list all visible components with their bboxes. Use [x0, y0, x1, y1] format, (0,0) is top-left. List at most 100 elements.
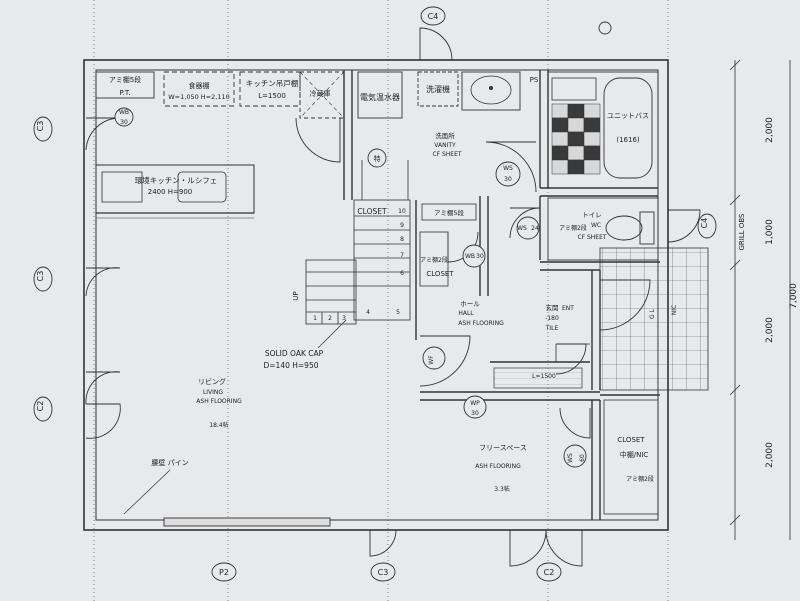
kitchen-sink [177, 171, 227, 203]
label-free-jp: フリースペース [479, 444, 527, 452]
label-kitchen-system: 環境キッチン・ルシフェ [135, 175, 218, 185]
label-water-heater: 電気温水器 [360, 92, 400, 102]
label-free-area: 3.3帖 [494, 485, 510, 493]
label-ps: PS [530, 76, 539, 84]
label-kitchen-cabinet-l: L=1500 [258, 92, 286, 100]
label-unit-bath: ユニットバス [607, 112, 649, 120]
dim-2: 1,000 [765, 219, 775, 245]
closet-right [603, 399, 659, 515]
tag-c3-left-mid: C3 [36, 271, 45, 282]
water-heater [357, 71, 403, 119]
label-cupboard-size: W=1,050 H=2,110 [168, 93, 230, 101]
label-nic: NIC [671, 305, 678, 315]
label-kitchen-system-size: 2400 H=900 [148, 188, 193, 196]
label-shelf5-mid: アミ棚5段 [434, 208, 465, 217]
label-washer: 洗濯機 [426, 84, 450, 94]
label-ws24: WS [517, 225, 527, 232]
label-living-area: 18.4帖 [209, 421, 228, 429]
stair-5: 5 [396, 309, 400, 316]
label-up: UP [292, 291, 300, 300]
label-closet-right: CLOSET [617, 436, 645, 444]
label-fridge: 冷蔵庫 [310, 89, 331, 98]
label-living-floor: ASH FLOORING [196, 398, 242, 405]
toilet-room [547, 197, 659, 261]
label-gl: G L [649, 308, 656, 319]
tag-c4-top: C4 [428, 12, 439, 21]
vanity-sink [461, 71, 521, 111]
dim-1: 2,000 [765, 117, 775, 143]
stair-9: 9 [400, 222, 404, 229]
tag-c2-left: C2 [36, 401, 45, 412]
label-wb30-top-w: 30 [120, 119, 128, 126]
label-closet-mid: CLOSET [426, 270, 454, 278]
entry-tile [599, 247, 709, 391]
label-toilet-wc: WC [591, 222, 601, 229]
label-kitchen-cabinet: キッチン吊戸棚 [246, 78, 299, 88]
dim-4: 2,000 [765, 442, 775, 468]
label-wb30-top: WB [119, 109, 129, 116]
cupboard [163, 71, 235, 107]
tag-c3-left-upper: C3 [36, 121, 45, 132]
bath-tiles [551, 103, 601, 175]
label-vanity-floor: CF SHEET [432, 151, 461, 158]
label-wb30-mid-w: 30 [476, 253, 484, 260]
tag-c4-right: C4 [700, 218, 709, 229]
label-ws24-w: 24 [531, 225, 539, 232]
label-entry-level: -180 [545, 315, 559, 322]
label-pt: P.T. [119, 89, 130, 97]
dimension-line-right [729, 59, 791, 540]
door-swings [85, 27, 701, 567]
label-hall-en: HALL [458, 310, 474, 317]
stair-3: 3 [342, 315, 346, 322]
window-bottom [163, 517, 331, 527]
closet-shelf5 [421, 203, 477, 221]
label-l1500: L=1500 [532, 373, 556, 380]
label-ws60-w: 60 [579, 454, 586, 462]
dim-grill: GRILL OBS [738, 213, 746, 251]
staircase [305, 160, 411, 325]
fridge-space [299, 71, 345, 119]
tag-c3-bottom: C3 [378, 568, 389, 577]
label-toilet-floor: CF SHEET [577, 234, 606, 241]
stair-4: 4 [366, 309, 370, 316]
label-living-jp: リビング [198, 377, 226, 386]
label-closet-right-sub: 中棚/NIC [620, 450, 649, 459]
label-cupboard: 食器棚 [189, 81, 210, 90]
label-toilet-jp: トイレ [582, 211, 602, 219]
label-vanity-jp: 洗面所 [435, 131, 455, 140]
label-wf30: WP [470, 400, 480, 407]
stair-10: 10 [398, 208, 406, 215]
label-free-floor: ASH FLOORING [475, 463, 521, 470]
stair-2: 2 [328, 315, 332, 322]
label-wb30-mid: WB [465, 253, 475, 260]
entry-step [493, 367, 583, 389]
label-hall-jp: ホール [460, 300, 480, 308]
label-entry-floor: TILE [545, 325, 559, 332]
stair-6: 6 [400, 270, 404, 277]
label-vanity-en: VANITY [434, 142, 456, 149]
label-shelf2-mid: アミ棚2段 [420, 256, 448, 264]
label-oak-cap-size: D=140 H=950 [264, 361, 319, 370]
label-ws30-w: 30 [504, 176, 512, 183]
label-oak-cap: SOLID OAK CAP [265, 349, 324, 358]
stair-1: 1 [313, 315, 317, 322]
shelf-pt [95, 71, 155, 99]
dim-3: 2,000 [765, 317, 775, 343]
kitchen-stove [101, 171, 143, 203]
tag-p2-bottom: P2 [219, 568, 229, 577]
label-entry-jp: 玄関 [546, 303, 559, 312]
tag-bubbles [33, 6, 717, 582]
label-hall-floor: ASH FLOORING [458, 320, 504, 327]
label-ws30: WS [503, 165, 513, 172]
label-shelf5-top: アミ棚5段 [109, 75, 141, 84]
tag-c2-bottom: C2 [544, 568, 555, 577]
label-entry-en: ENT [562, 305, 574, 312]
washer [417, 71, 459, 107]
label-closet-stair: CLOSET [357, 207, 387, 216]
label-toku: 特 [374, 154, 381, 163]
label-wall-pine: 腰壁 パイン [151, 458, 188, 467]
stair-8: 8 [400, 236, 404, 243]
label-ws60: WS [567, 453, 574, 463]
unit-bath [547, 71, 659, 189]
